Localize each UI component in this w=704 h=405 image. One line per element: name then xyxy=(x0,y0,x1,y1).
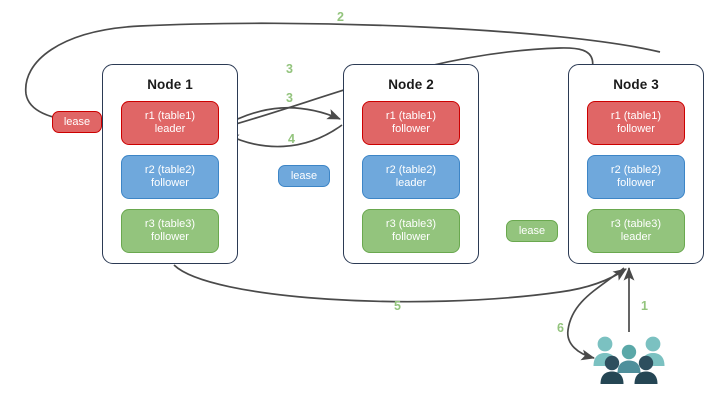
node-title: Node 3 xyxy=(613,77,659,92)
replica-role: follower xyxy=(617,123,655,135)
replica-r2[interactable]: r2 (table2) leader xyxy=(362,155,460,199)
step-label-5: 5 xyxy=(394,299,401,313)
node-title: Node 2 xyxy=(388,77,434,92)
lease-badge-table3[interactable]: lease xyxy=(506,220,558,242)
step-label-3-upper: 3 xyxy=(286,62,293,76)
arrow-step-4 xyxy=(225,124,343,148)
replica-role: follower xyxy=(151,231,189,243)
replica-r2[interactable]: r2 (table2) follower xyxy=(121,155,219,199)
replica-name: r1 (table1) xyxy=(144,109,196,122)
replica-r3[interactable]: r3 (table3) follower xyxy=(121,209,219,253)
replica-name: r1 (table1) xyxy=(385,109,437,122)
step-label-3-lower: 3 xyxy=(286,91,293,105)
replica-role: leader xyxy=(395,177,427,189)
step-label-4: 4 xyxy=(288,132,295,146)
arrow-step-5 xyxy=(173,264,627,303)
replica-role: follower xyxy=(151,177,189,189)
replica-name: r2 (table2) xyxy=(610,163,662,176)
replica-name: r1 (table1) xyxy=(610,109,662,122)
replica-r3[interactable]: r3 (table3) leader xyxy=(587,209,685,253)
replica-name: r2 (table2) xyxy=(385,163,437,176)
node-card-3[interactable]: Node 3 r1 (table1) follower r2 (table2) … xyxy=(568,64,704,264)
step-label-1: 1 xyxy=(641,299,648,313)
replica-name: r2 (table2) xyxy=(144,163,196,176)
replica-r2[interactable]: r2 (table2) follower xyxy=(587,155,685,199)
replica-name: r3 (table3) xyxy=(610,217,662,230)
replica-role: follower xyxy=(392,123,430,135)
replica-r1[interactable]: r1 (table1) follower xyxy=(587,101,685,145)
replica-name: r3 (table3) xyxy=(385,217,437,230)
replica-r1[interactable]: r1 (table1) leader xyxy=(121,101,219,145)
replica-name: r3 (table3) xyxy=(144,217,196,230)
replica-role: leader xyxy=(620,231,652,243)
replica-r1[interactable]: r1 (table1) follower xyxy=(362,101,460,145)
step-label-2: 2 xyxy=(337,10,344,24)
node-card-1[interactable]: Node 1 r1 (table1) leader r2 (table2) fo… xyxy=(102,64,238,264)
replica-role: leader xyxy=(154,123,186,135)
replica-r3[interactable]: r3 (table3) follower xyxy=(362,209,460,253)
arrow-step-3-to-node2 xyxy=(221,106,341,128)
lease-badge-table1[interactable]: lease xyxy=(52,111,102,133)
node-card-2[interactable]: Node 2 r1 (table1) follower r2 (table2) … xyxy=(343,64,479,264)
replica-role: follower xyxy=(392,231,430,243)
users-icon xyxy=(593,336,665,384)
replica-role: follower xyxy=(617,177,655,189)
step-label-6: 6 xyxy=(557,321,564,335)
lease-badge-table2[interactable]: lease xyxy=(278,165,330,187)
node-title: Node 1 xyxy=(147,77,193,92)
